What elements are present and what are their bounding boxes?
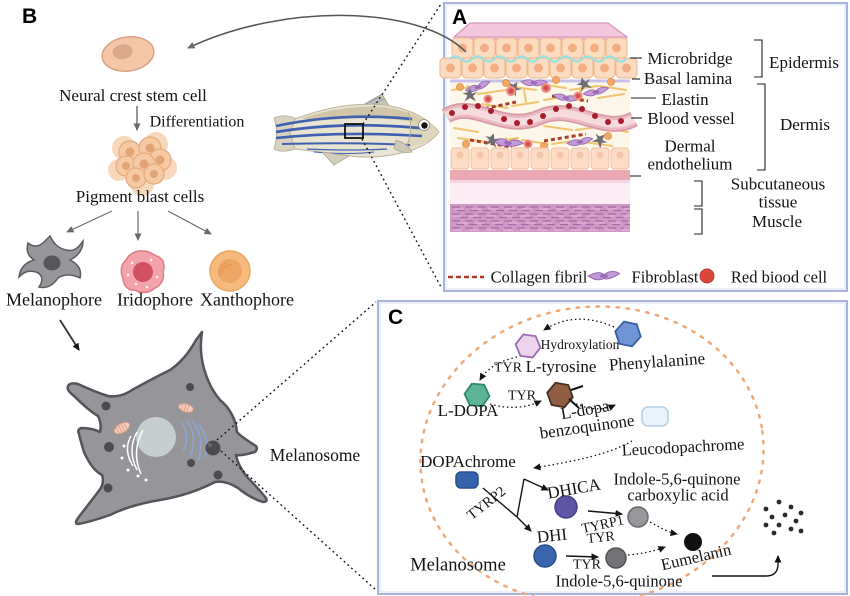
neural-crest-stem-cell	[101, 36, 155, 72]
label-indole-quinone-ca-1: Indole-5,6-quinone	[613, 469, 741, 489]
label-elastin: Elastin	[661, 90, 709, 110]
label-dopachrome: DOPAchrome	[420, 452, 516, 472]
immune-cells	[483, 83, 583, 149]
epidermis-bracket	[754, 39, 763, 78]
eumelanin-node	[684, 533, 702, 551]
xanthophore-cell	[209, 250, 251, 292]
subcutaneous-band	[450, 180, 630, 204]
golgi-apparatus	[180, 419, 208, 462]
panel-b-letter: B	[22, 5, 38, 28]
muscle-band	[450, 204, 630, 232]
label-l-dopa: L-DOPA	[437, 401, 499, 421]
indole-quinone-node	[605, 547, 627, 569]
panel-a-letter: A	[452, 6, 468, 29]
label-tyr-1: TYR	[494, 360, 522, 376]
zoom-connector-lines	[216, 3, 442, 591]
pathway-solid-arrows	[482, 478, 782, 577]
label-iridophore: Iridophore	[117, 289, 193, 310]
pathway-dotted-arrows	[479, 318, 678, 556]
label-blood-vessel: Blood vessel	[647, 109, 735, 129]
melanophore-to-cell-arrow	[59, 319, 80, 351]
label-melanosome-c: Melanosome	[410, 555, 506, 576]
eumelanin-granules	[763, 499, 804, 536]
label-neural-crest-stem-cell: Neural crest stem cell	[59, 86, 207, 106]
label-tyr-2: TYR	[508, 388, 536, 404]
subcutaneous-bracket	[694, 180, 703, 207]
l-dopa-node	[463, 382, 491, 408]
label-dhi: DHI	[535, 524, 568, 547]
indole-quinone-ca-node	[627, 506, 649, 528]
label-dermal-endothelium: Dermal endothelium	[647, 136, 733, 173]
label-melanosome-b: Melanosome	[269, 444, 361, 465]
legend-fibroblast: Fibroblast	[631, 267, 699, 287]
muscle-bracket	[694, 208, 703, 235]
dermal-endothelium-band	[450, 170, 630, 180]
label-muscle: Muscle	[751, 212, 803, 232]
leucodopachrome-node	[641, 406, 669, 427]
red-blood-cells	[449, 103, 624, 126]
dhi-node	[533, 544, 557, 568]
mitochondrion	[178, 403, 194, 413]
label-basal-lamina: Basal lamina	[643, 69, 733, 89]
nucleus	[136, 417, 176, 457]
anal-fin	[321, 151, 351, 166]
label-dermis: Dermis	[779, 115, 831, 135]
label-tyr-4: TYR	[573, 557, 601, 573]
label-tyr-3: TYR	[586, 529, 616, 548]
panel-b-arrows	[59, 14, 467, 351]
dopachrome-node	[455, 471, 479, 489]
label-melanophore: Melanophore	[6, 289, 102, 310]
red-blood-cell-icon	[699, 268, 715, 284]
microbridge-line	[449, 55, 627, 63]
melanosome-boundary	[419, 305, 765, 596]
zebrafish-illustration	[273, 93, 440, 166]
label-indole-quinone: Indole-5,6-quinone	[555, 571, 683, 591]
label-epidermis: Epidermis	[769, 53, 839, 73]
zoom-region-box	[344, 123, 364, 139]
melanophore-cell-large	[66, 330, 268, 526]
blood-vessel	[441, 102, 638, 132]
panel-a-annotation-lines	[630, 39, 766, 235]
skin-surface	[452, 22, 629, 38]
dhica-node	[554, 495, 578, 519]
panel-c-box	[377, 300, 848, 595]
dermal-cell-row	[450, 147, 630, 170]
gill-line	[405, 111, 412, 149]
panel-a-to-stem-cell-arrow	[187, 14, 467, 53]
label-microbridge: Microbridge	[647, 49, 733, 69]
melanophore-cell	[18, 234, 84, 289]
label-hydroxylation: Hydroxylation	[540, 336, 620, 352]
phenylalanine-node	[614, 320, 642, 348]
endoplasmic-reticulum	[126, 429, 144, 475]
pigment-blast-cells-cluster	[108, 132, 177, 196]
panel-c-letter: C	[388, 306, 404, 329]
pectoral-fin	[393, 139, 413, 153]
mitochondrion	[113, 421, 131, 435]
eumelanin-export-arrow	[712, 555, 782, 577]
label-pigment-blast-cells: Pigment blast cells	[75, 187, 205, 207]
panel-a-legend-icons	[448, 268, 715, 284]
fibroblast-icon	[587, 270, 621, 281]
label-l-tyrosine: L-tyrosine	[525, 357, 597, 377]
dermis-bracket	[757, 83, 766, 171]
l-tyrosine-node	[514, 333, 542, 359]
iridophore-cell	[120, 250, 165, 294]
label-xanthophore: Xanthophore	[200, 289, 294, 310]
melanin-pathway	[419, 305, 804, 596]
legend-collagen-fibril: Collagen fibril	[490, 267, 588, 287]
label-indole-quinone-ca-2: carboxylic acid	[627, 485, 729, 505]
label-differentiation: Differentiation	[149, 113, 245, 131]
legend-red-blood-cell: Red biood cell	[730, 267, 828, 287]
l-dopa-benzoquinone-node	[546, 381, 574, 409]
skin-illustration	[439, 22, 638, 232]
label-subcutaneous-tissue: Subcutaneous tissue	[730, 174, 826, 211]
